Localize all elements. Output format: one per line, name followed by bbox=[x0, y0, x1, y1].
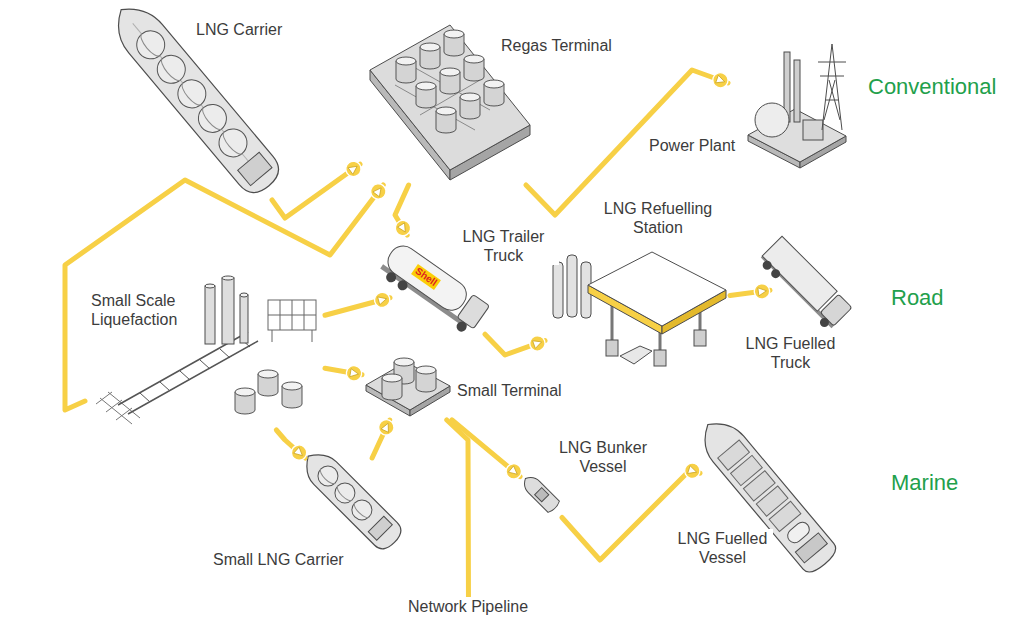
regas-terminal-drawing bbox=[440, 68, 460, 94]
power-plant-drawing bbox=[755, 103, 789, 137]
node-label: LNG Bunker Vessel bbox=[545, 438, 661, 476]
lng-carrier-drawing bbox=[104, 0, 286, 200]
refuelling-station-drawing bbox=[694, 330, 706, 346]
power-plant-drawing bbox=[818, 44, 846, 130]
small-carrier-drawing bbox=[348, 496, 376, 524]
liquefaction-plant-drawing bbox=[118, 332, 258, 414]
liquefaction-plant-drawing bbox=[222, 278, 234, 344]
supply-line bbox=[730, 290, 770, 295]
regas-terminal-drawing bbox=[436, 107, 456, 133]
regas-terminal-drawing bbox=[420, 43, 440, 69]
node-label: Small Terminal bbox=[454, 381, 565, 400]
small-terminal-drawing bbox=[366, 358, 450, 416]
trailer-truck-drawing bbox=[396, 278, 410, 292]
node-label: Regas Terminal bbox=[498, 36, 615, 55]
liquefaction-plant-drawing bbox=[240, 293, 248, 297]
power-plant-drawing bbox=[794, 60, 800, 122]
facility-node: LNG Refuelling Station bbox=[545, 245, 730, 370]
node-label: LNG Fuelled Vessel bbox=[672, 529, 773, 567]
node-label: Small LNG Carrier bbox=[210, 550, 347, 569]
refuelling-station-drawing bbox=[606, 340, 618, 356]
regas-terminal-drawing bbox=[416, 82, 436, 108]
node-label: Network Pipeline bbox=[405, 597, 531, 616]
supply-line bbox=[65, 180, 383, 410]
node-label: Small Scale Liquefaction bbox=[88, 291, 199, 329]
segment-label: Marine bbox=[889, 470, 960, 496]
liquefaction-plant-drawing bbox=[205, 284, 215, 288]
supply-line bbox=[452, 420, 520, 477]
facility-node: Power Plant bbox=[728, 40, 850, 170]
supply-line bbox=[372, 420, 390, 458]
liquefaction-plant-drawing bbox=[140, 338, 250, 402]
facility-node: Small Scale Liquefaction bbox=[85, 265, 325, 430]
fuelled-truck-drawing bbox=[762, 236, 837, 311]
node-label: Power Plant bbox=[646, 136, 738, 155]
power-plant-drawing bbox=[803, 120, 823, 140]
facility-node: Network Pipeline bbox=[405, 597, 532, 617]
supply-line bbox=[395, 185, 409, 235]
small-carrier-drawing bbox=[297, 445, 406, 554]
refuelling-station-drawing bbox=[588, 252, 726, 326]
supply-line bbox=[272, 164, 360, 218]
node-label: LNG Carrier bbox=[193, 20, 285, 39]
trailer-truck-drawing bbox=[384, 270, 398, 284]
bunker-vessel-drawing bbox=[535, 488, 549, 502]
facility-node: LNG Carrier bbox=[115, 0, 285, 200]
node-label: LNG Fuelled Truck bbox=[740, 334, 841, 372]
lng-carrier-drawing bbox=[104, 0, 286, 200]
liquefaction-plant-drawing bbox=[235, 388, 255, 414]
lng-carrier-drawing bbox=[213, 123, 252, 162]
fuelled-vessel-drawing bbox=[795, 533, 827, 563]
fuelled-truck-drawing bbox=[769, 267, 782, 280]
facility-node: Small LNG Carrier bbox=[305, 458, 400, 543]
refuelling-station-drawing bbox=[553, 262, 563, 318]
facility-node: Small Terminal bbox=[362, 345, 452, 420]
liquefaction-plant-drawing bbox=[205, 286, 215, 344]
node-label: LNG Trailer Truck bbox=[448, 227, 559, 265]
refuelling-station-drawing bbox=[620, 346, 652, 364]
small-carrier-drawing bbox=[297, 445, 406, 554]
supply-line bbox=[276, 430, 305, 458]
small-terminal-drawing bbox=[382, 374, 402, 400]
regas-terminal-drawing bbox=[444, 30, 464, 56]
refuelling-station-drawing bbox=[553, 252, 726, 366]
small-terminal-drawing bbox=[416, 366, 436, 392]
bunker-vessel-drawing bbox=[520, 473, 561, 514]
lng-carrier-drawing bbox=[238, 152, 272, 185]
liquefaction-plant-drawing bbox=[268, 300, 316, 342]
regas-terminal-drawing bbox=[460, 93, 480, 119]
supply-line bbox=[447, 420, 469, 597]
trailer-truck-drawing bbox=[455, 320, 469, 334]
power-plant-drawing bbox=[748, 44, 846, 168]
segment-label: Conventional bbox=[866, 74, 998, 100]
regas-terminal-drawing bbox=[464, 55, 484, 81]
regas-terminal-drawing bbox=[396, 57, 416, 83]
logo-text: Shell bbox=[411, 264, 441, 290]
facility-node: Regas Terminal bbox=[360, 20, 532, 185]
liquefaction-plant-drawing bbox=[240, 295, 248, 343]
liquefaction-plant-drawing bbox=[222, 276, 234, 280]
node-label: LNG Refuelling Station bbox=[590, 199, 726, 237]
fuelled-truck-drawing bbox=[818, 316, 831, 329]
liquefaction-plant-drawing bbox=[258, 370, 278, 396]
supply-line bbox=[325, 298, 390, 315]
facility-node: LNG Bunker Vessel bbox=[520, 468, 562, 520]
fuelled-truck-drawing bbox=[761, 259, 774, 272]
supply-line bbox=[485, 334, 545, 355]
facility-node: LNG Fuelled Truck bbox=[770, 240, 852, 330]
facility-node: LNG Fuelled Vessel bbox=[700, 425, 835, 565]
supply-line bbox=[325, 368, 362, 374]
refuelling-station-drawing bbox=[567, 255, 577, 317]
refuelling-station-drawing bbox=[654, 350, 666, 366]
fuelled-truck-drawing bbox=[757, 236, 853, 332]
liquefaction-plant-drawing bbox=[282, 382, 302, 408]
bunker-vessel-drawing bbox=[520, 473, 561, 514]
regas-terminal-drawing bbox=[484, 80, 504, 106]
facility-node: LNG Trailer Truck bbox=[390, 235, 485, 335]
segment-label: Road bbox=[889, 285, 946, 311]
small-carrier-drawing bbox=[368, 516, 392, 540]
